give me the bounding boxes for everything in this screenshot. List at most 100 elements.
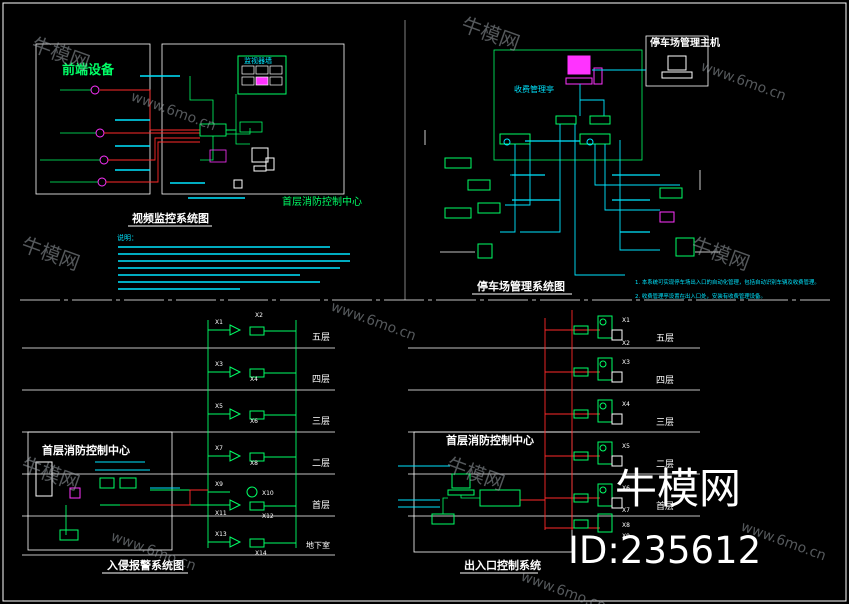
alarm-power bbox=[59, 529, 79, 541]
alarm-center-labels bbox=[95, 461, 180, 489]
device-tag: X7 bbox=[622, 507, 630, 514]
access-floor-label: 四层 bbox=[656, 375, 674, 386]
barrier-gate bbox=[477, 243, 493, 259]
cctv-notes-label: 说明： bbox=[117, 233, 138, 242]
alarm-floor-devices bbox=[208, 324, 296, 548]
alarm-keypad bbox=[69, 487, 81, 499]
computer-icon bbox=[251, 147, 275, 172]
fee-room-box bbox=[493, 49, 643, 161]
center-wiring bbox=[189, 76, 251, 161]
camera-icon bbox=[40, 155, 109, 165]
monitor-wall-screens bbox=[241, 65, 283, 86]
access-power bbox=[431, 513, 455, 525]
alarm-title: 入侵报警系统图 bbox=[107, 558, 184, 572]
fee-display bbox=[555, 115, 577, 125]
host-box bbox=[645, 35, 709, 87]
alarm-panel bbox=[119, 477, 137, 489]
ticket-reader bbox=[589, 115, 611, 125]
device-tag: X4 bbox=[250, 376, 258, 383]
watermark-site: www.6mo.cn bbox=[699, 59, 788, 105]
access-bus bbox=[520, 310, 600, 530]
access-system: 五层 四层 三层 二层 首层 首层消防控制中心 X1 X2 X bbox=[398, 310, 700, 574]
watermark-brand: 牛模网 bbox=[458, 12, 523, 55]
access-floor-label: 三层 bbox=[656, 417, 674, 428]
access-floor-label: 首层 bbox=[656, 500, 674, 512]
watermark-site: www.6mo.cn bbox=[519, 569, 608, 604]
alarm-signal-line bbox=[120, 489, 208, 506]
alarm-floor-label: 三层 bbox=[312, 416, 330, 427]
access-center-label: 首层消防控制中心 bbox=[446, 433, 534, 447]
exit-controller bbox=[579, 133, 611, 145]
access-floor-label: 五层 bbox=[656, 333, 674, 344]
device-tag: X10 bbox=[262, 490, 274, 497]
device-tag: X14 bbox=[255, 550, 267, 557]
device-tag: X7 bbox=[215, 445, 223, 452]
lane-device bbox=[444, 207, 472, 219]
device-tag: X8 bbox=[250, 460, 258, 467]
device-tag: X5 bbox=[215, 403, 223, 410]
access-center-labels bbox=[398, 465, 450, 508]
brand-large: 牛模网 bbox=[615, 464, 741, 513]
lane-device bbox=[659, 211, 675, 223]
lane-device bbox=[477, 202, 501, 214]
lane-arrows bbox=[424, 130, 720, 253]
access-title: 出入口控制系统 bbox=[464, 558, 541, 572]
alarm-center-box bbox=[27, 431, 173, 551]
device-tag: X8 bbox=[622, 522, 630, 529]
device-tag: X3 bbox=[215, 361, 223, 368]
alarm-system: 五层 四层 三层 二层 首层 地下室 首层消防控制中心 bbox=[22, 312, 335, 574]
video-cables bbox=[100, 89, 200, 183]
parking-host-label: 停车场管理主机 bbox=[650, 36, 720, 49]
device-tag: X12 bbox=[262, 513, 274, 520]
lane-device bbox=[659, 187, 683, 199]
power-unit bbox=[233, 179, 243, 189]
alarm-floor-label: 五层 bbox=[312, 332, 330, 343]
device-tag: X6 bbox=[622, 485, 630, 492]
dvr-unit bbox=[239, 121, 263, 133]
device-tag: X2 bbox=[255, 312, 263, 319]
watermark: 牛模网 www.6mo.cn 牛模网 www.6mo.cn 牛模网 www.6m… bbox=[18, 12, 828, 604]
fee-room-label: 收费管理亭 bbox=[514, 84, 554, 94]
access-center-wiring bbox=[442, 495, 480, 514]
device-tag: X11 bbox=[215, 510, 227, 517]
keyboard-controller bbox=[209, 149, 227, 163]
barrier-gate bbox=[675, 237, 695, 257]
alarm-floor-lines bbox=[22, 347, 335, 556]
cable-labels bbox=[115, 75, 245, 199]
parking-title: 停车场管理系统图 bbox=[477, 279, 565, 293]
watermark-brand: 牛模网 bbox=[28, 32, 93, 75]
alarm-floor-label: 二层 bbox=[312, 458, 330, 469]
watermark-site: www.6mo.cn bbox=[329, 299, 418, 345]
fee-computer-icon bbox=[565, 55, 603, 85]
parking-note-1: 1. 本系统可实现停车场出入口的自动化管理，包括自动识别车辆及收费管理。 bbox=[635, 278, 820, 286]
monitor-wall-label: 监视器墙 bbox=[244, 56, 272, 65]
camera-icon bbox=[503, 138, 511, 146]
device-tag: X3 bbox=[622, 359, 630, 366]
cctv-notes-text bbox=[118, 246, 350, 290]
watermark-brand: 牛模网 bbox=[688, 232, 753, 275]
camera-icon bbox=[60, 128, 105, 138]
lane-device bbox=[444, 157, 472, 169]
cctv-center-label: 首层消防控制中心 bbox=[282, 195, 362, 208]
device-tag: X9 bbox=[622, 533, 630, 540]
alarm-floor-label: 四层 bbox=[312, 374, 330, 385]
alarm-panel bbox=[99, 477, 115, 489]
front-devices-label: 前端设备 bbox=[62, 62, 115, 78]
device-tag: X9 bbox=[215, 481, 223, 488]
parking-note-2: 2. 收费管理亭设置在出入口处，安装有收费管理设备。 bbox=[635, 292, 766, 300]
device-tag: X6 bbox=[250, 418, 258, 425]
camera-icon bbox=[50, 177, 107, 187]
lane-labels bbox=[512, 174, 660, 233]
lane-wiring bbox=[500, 124, 680, 276]
watermark-brand: 牛模网 bbox=[443, 452, 508, 495]
camera-icon bbox=[586, 138, 594, 146]
alarm-host-cabinet bbox=[35, 461, 53, 497]
parking-system: 停车场管理主机 收费管理亭 bbox=[424, 35, 820, 300]
alarm-floor-label: 首层 bbox=[312, 499, 330, 511]
device-tag: X5 bbox=[622, 443, 630, 450]
device-tag: X13 bbox=[215, 531, 227, 538]
access-door-units bbox=[573, 315, 623, 533]
